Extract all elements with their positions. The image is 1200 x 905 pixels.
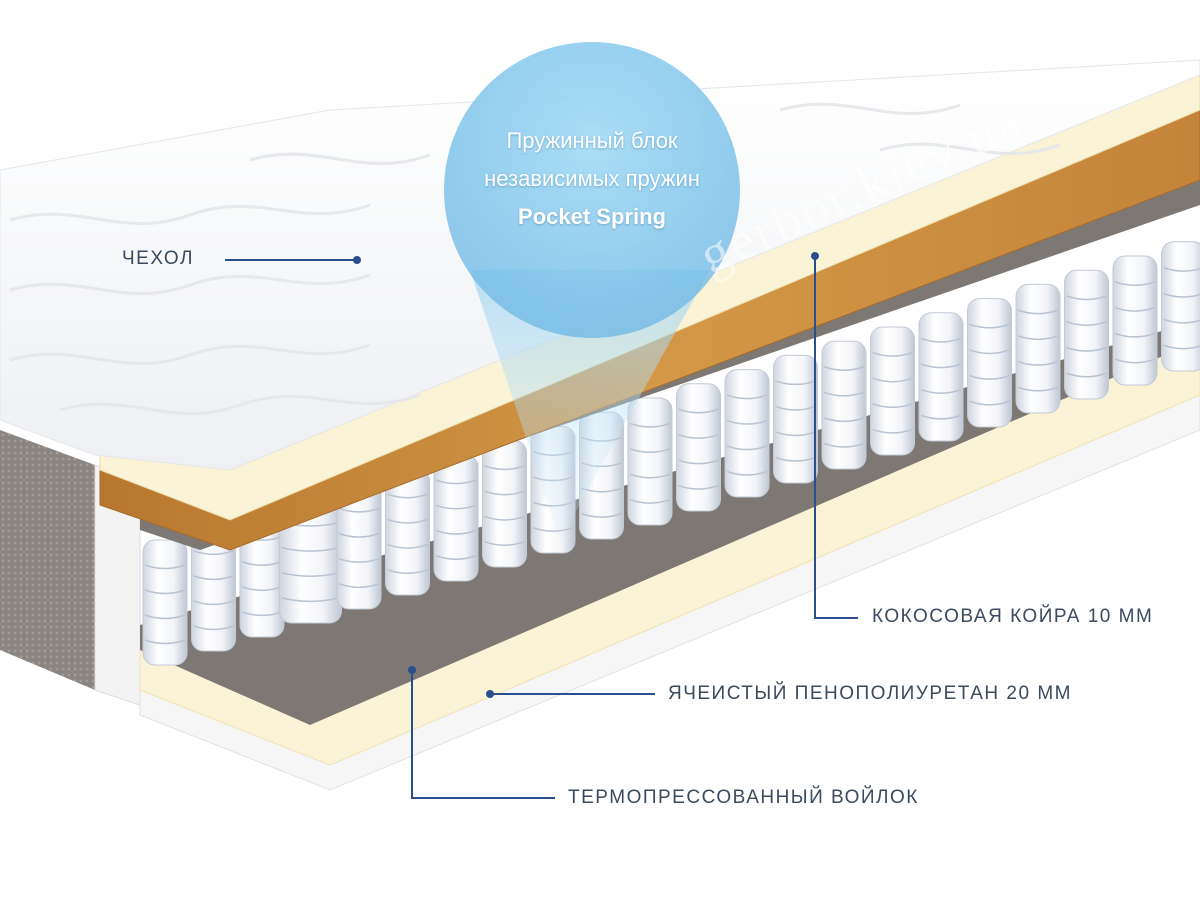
bubble-line-1: Пружинный блок <box>442 128 742 154</box>
felt-dot <box>408 666 416 674</box>
label-cover: ЧЕХОЛ <box>122 248 194 270</box>
pocket-spring <box>1016 284 1060 413</box>
label-coconut: КОКОСОВАЯ КОЙРА 10 ММ <box>872 606 1153 628</box>
bubble-line-3: Pocket Spring <box>442 204 742 230</box>
bubble-line-2: независимых пружин <box>442 166 742 192</box>
pocket-spring <box>1113 256 1157 385</box>
pocket-spring <box>822 341 866 469</box>
pocket-spring <box>968 299 1012 427</box>
pocket-spring <box>774 355 818 483</box>
pocket-spring <box>677 384 721 511</box>
pocket-spring <box>871 327 915 455</box>
pocket-spring <box>628 398 672 525</box>
pocket-spring <box>919 313 963 441</box>
pocket-spring <box>1065 270 1109 399</box>
cover-dot <box>353 256 361 264</box>
coconut-dot <box>811 252 819 260</box>
pocket-spring <box>434 455 478 581</box>
side-mesh-panel <box>0 430 95 690</box>
label-felt: ТЕРМОПРЕССОВАННЫЙ ВОЙЛОК <box>568 787 919 809</box>
pocket-spring <box>483 441 527 567</box>
pocket-spring <box>1162 242 1200 371</box>
pocket-spring <box>143 540 187 665</box>
label-foam: ЯЧЕИСТЫЙ ПЕНОПОЛИУРЕТАН 20 ММ <box>668 683 1072 705</box>
foam-dot <box>486 690 494 698</box>
pocket-spring <box>725 370 769 497</box>
